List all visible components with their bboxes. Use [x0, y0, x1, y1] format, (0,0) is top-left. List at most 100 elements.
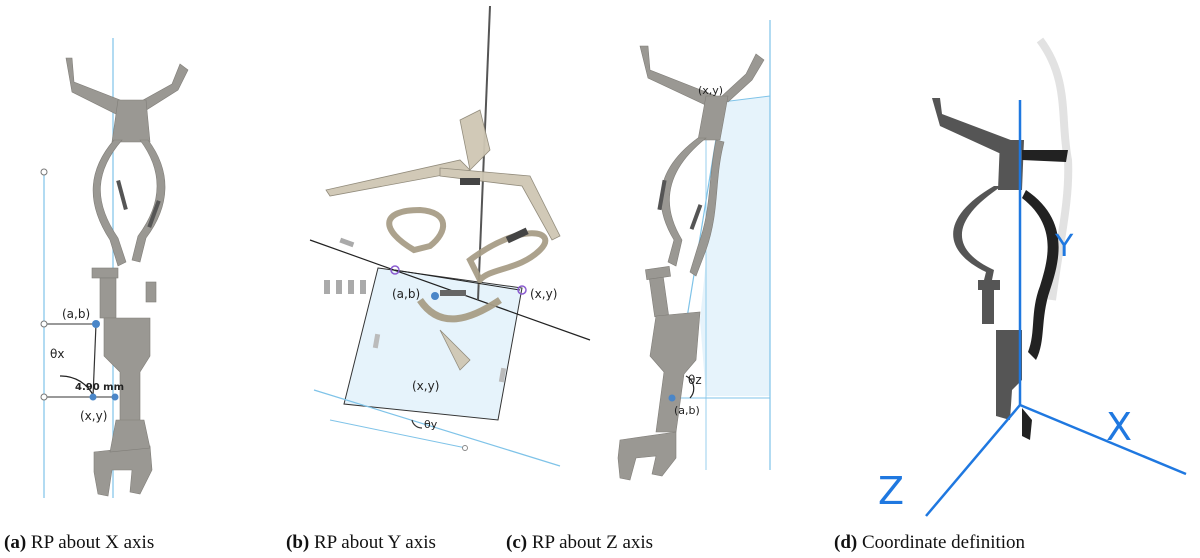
point-ab [92, 320, 100, 328]
label-theta-x: θx [50, 347, 64, 361]
gripper-hub [111, 99, 151, 143]
gripper-jaw [617, 431, 677, 481]
label-ab: (a,b) [62, 307, 90, 321]
ghost-part [1036, 37, 1073, 301]
clamp-icons [324, 237, 366, 294]
angle-arc [59, 375, 95, 398]
guide-line-top [721, 95, 771, 103]
guide-handle [462, 445, 468, 451]
gripper-jaw [93, 445, 153, 497]
slot [689, 204, 703, 230]
part-arm [325, 159, 471, 197]
caption-c-tag: (c) [506, 532, 528, 553]
gripper-part-rotations [325, 109, 561, 371]
caption-c-text: RP about Z axis [527, 532, 654, 553]
label-xy: (x,y) [80, 409, 107, 423]
label-xy: (x,y) [698, 84, 723, 97]
jaw-neck [109, 419, 151, 453]
rotation-arm [92, 323, 97, 398]
angle-arc [685, 375, 695, 399]
angle-arc [411, 419, 423, 429]
axis-z [925, 404, 1021, 517]
caption-c: (c) RP about Z axis [506, 532, 653, 554]
label-ab: (a,b) [392, 287, 420, 301]
caption-d-tag: (d) [834, 532, 858, 553]
point-ab [668, 394, 676, 402]
stem [996, 330, 1022, 420]
gripper-part [932, 98, 1024, 420]
tab-marker [372, 333, 381, 349]
label-dimension: 4.90 mm [75, 382, 124, 393]
flexure-left [953, 186, 1002, 290]
gripper-arm-left [932, 98, 1018, 158]
flexure-left [92, 139, 127, 267]
clamp-icon [339, 237, 355, 248]
clamp-body [649, 276, 669, 318]
part-arm [459, 109, 491, 171]
slot [116, 179, 128, 211]
guide-line-plane [313, 389, 561, 467]
side-tab [145, 281, 157, 303]
clamp-icon [324, 280, 330, 294]
clamp-body [99, 277, 117, 319]
clamp-icon [360, 280, 366, 294]
guide-handle [40, 320, 48, 328]
clamp-icon [336, 280, 342, 294]
gripper-jaw [1022, 408, 1032, 440]
tab-marker [498, 367, 507, 383]
clamp-icon [348, 280, 354, 294]
part-flexure [386, 206, 447, 254]
axis-x [1019, 403, 1187, 476]
gripper-part [617, 45, 765, 481]
point-center [431, 292, 439, 300]
panel-c: (x,y) θz (a,b) [617, 20, 771, 481]
clamp-body [982, 290, 994, 324]
part-flexure [417, 297, 502, 323]
panel-a: (a,b) θx 4.90 mm (x,y) [40, 38, 189, 498]
caption-a-text: RP about X axis [26, 532, 155, 553]
gripper-part [65, 57, 189, 497]
part-arm [439, 167, 561, 241]
label-ab: (a,b) [674, 404, 700, 417]
flexure-right [1022, 190, 1059, 360]
label-theta-y: θy [424, 418, 438, 431]
point-ab [390, 265, 400, 275]
slot [440, 290, 466, 296]
rotation-plane [700, 96, 770, 396]
caption-a: (a) RP about X axis [4, 532, 154, 554]
caption-b-text: RP about Y axis [309, 532, 436, 553]
gripper-arm-right [1022, 150, 1068, 162]
gripper-part-rotated [1022, 150, 1068, 440]
point-ref [111, 393, 119, 401]
point-xy [89, 393, 97, 401]
flexure-right [689, 139, 725, 277]
gripper-arm-right [721, 53, 765, 103]
guide-handle [40, 393, 48, 401]
slot [505, 227, 529, 244]
guide-line-plane [329, 419, 467, 449]
flexure-right [131, 139, 166, 263]
caption-d-text: Coordinate definition [857, 532, 1026, 553]
label-xy-mid: (x,y) [412, 379, 439, 393]
gripper-hub [697, 95, 729, 141]
caption-d: (d) Coordinate definition [834, 532, 1025, 554]
point-xy [517, 285, 527, 295]
axis-label-x: X [1106, 405, 1132, 449]
caption-b: (b) RP about Y axis [286, 532, 436, 554]
part-jaw [439, 329, 471, 371]
guide-handle [40, 168, 48, 176]
gripper-hub [998, 140, 1024, 190]
panel-b: (a,b) (x,y) (x,y) θy [309, 5, 591, 467]
clamp-top [91, 267, 119, 279]
flexure-left [660, 137, 707, 267]
axis-label-y: Y [1054, 229, 1074, 264]
rotation-arm [394, 269, 521, 291]
slot [147, 200, 161, 228]
rotation-plane [343, 267, 523, 421]
label-xy-top: (x,y) [530, 287, 557, 301]
caption-b-tag: (b) [286, 532, 310, 553]
label-theta-z: θz [688, 373, 702, 387]
caption-a-tag: (a) [4, 532, 27, 553]
clamp-top [978, 280, 1000, 290]
